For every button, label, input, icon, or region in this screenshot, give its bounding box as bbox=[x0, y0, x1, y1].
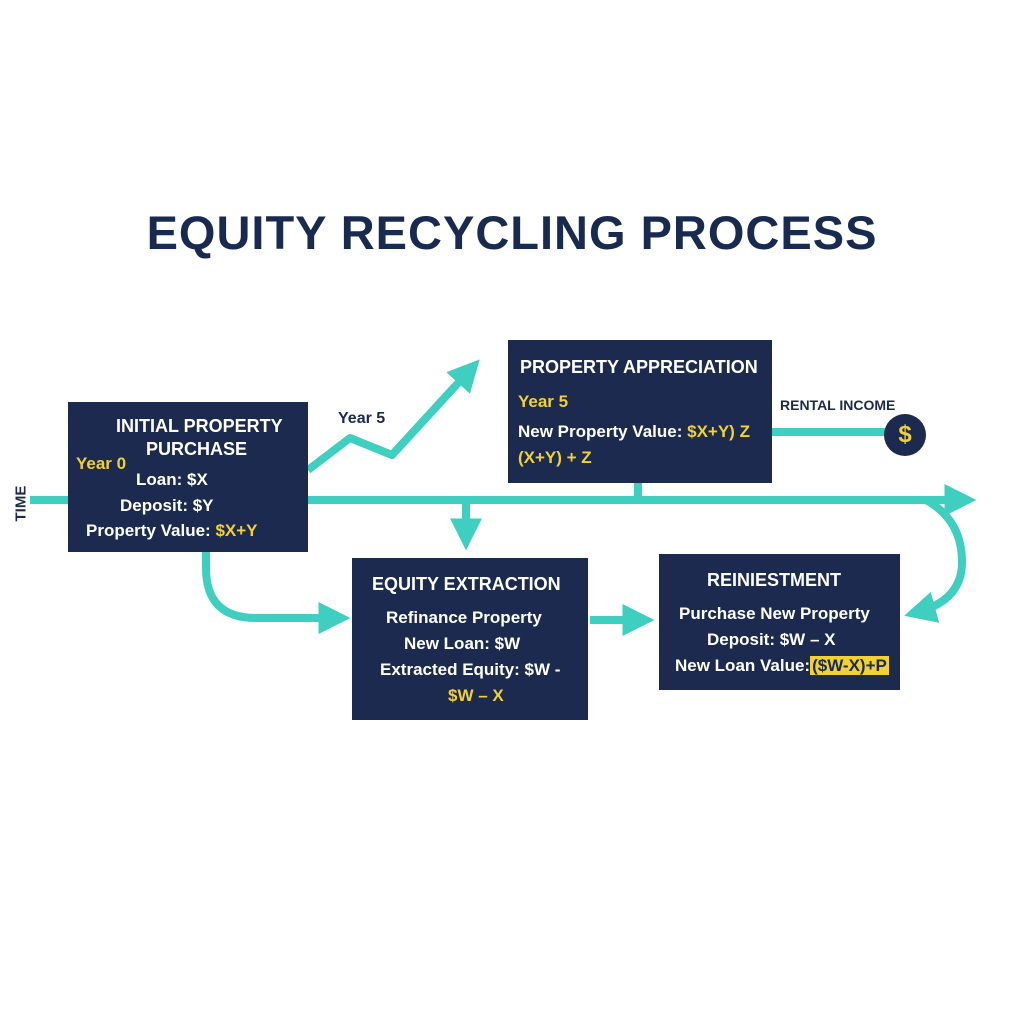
year5-label: Year 5 bbox=[338, 410, 386, 427]
initial-year: Year 0 bbox=[76, 454, 127, 473]
reinvestment-deposit: Deposit: $W – X bbox=[707, 630, 836, 649]
extraction-extracted-equity: Extracted Equity: $W - bbox=[380, 660, 561, 679]
appreciation-box: PROPERTY APPRECIATION Year 5 New Propert… bbox=[508, 340, 772, 483]
appreciation-value-line2: (X+Y) + Z bbox=[518, 448, 592, 467]
initial-to-extraction-arrow bbox=[202, 552, 351, 634]
appreciation-growth-arrow bbox=[305, 359, 480, 474]
initial-purchase-box: INITIAL PROPERTY PURCHASE Year 0 Loan: $… bbox=[68, 402, 308, 552]
reinvestment-box: REINIESTMENT Purchase New Property Depos… bbox=[659, 554, 900, 690]
reinvestment-value-prefix: New Loan Value: bbox=[675, 656, 811, 675]
appreciation-value-prefix: New Property Value: bbox=[518, 422, 688, 441]
initial-property-value: Property Value: $X+Y bbox=[86, 521, 258, 541]
appreciation-value-highlight: $X+Y) Z bbox=[687, 422, 750, 441]
initial-value-highlight: $X+Y bbox=[215, 521, 258, 540]
rental-income-label: RENTAL INCOME bbox=[780, 397, 896, 413]
appreciation-title: PROPERTY APPRECIATION bbox=[520, 357, 758, 377]
equity-extraction-box: EQUITY EXTRACTION Refinance Property New… bbox=[352, 558, 588, 720]
initial-value-prefix: Property Value: bbox=[86, 521, 216, 540]
extraction-title: EQUITY EXTRACTION bbox=[372, 574, 561, 594]
reinvestment-title: REINIESTMENT bbox=[707, 570, 842, 590]
loop-back-arrow bbox=[904, 496, 966, 623]
extraction-new-loan: New Loan: $W bbox=[404, 634, 521, 653]
time-axis-label: TIME bbox=[12, 485, 30, 522]
initial-title-line2: PURCHASE bbox=[146, 439, 248, 459]
initial-title-line1: INITIAL PROPERTY bbox=[116, 416, 283, 436]
reinvestment-new-loan-value: New Loan Value:($W-X)+P bbox=[675, 656, 889, 676]
extraction-refinance: Refinance Property bbox=[386, 608, 542, 627]
reinvestment-value-highlight: ($W-X)+P bbox=[810, 656, 889, 675]
dollar-icon: $ bbox=[884, 414, 926, 456]
diagram-title: EQUITY RECYCLING PROCESS bbox=[146, 206, 878, 259]
appreciation-new-value: New Property Value: $X+Y) Z bbox=[518, 422, 750, 442]
initial-deposit: Deposit: $Y bbox=[120, 496, 214, 515]
initial-loan: Loan: $X bbox=[136, 470, 208, 489]
appreciation-year: Year 5 bbox=[518, 392, 569, 411]
extraction-amount: $W – X bbox=[448, 686, 504, 705]
reinvestment-purchase: Purchase New Property bbox=[679, 604, 870, 623]
